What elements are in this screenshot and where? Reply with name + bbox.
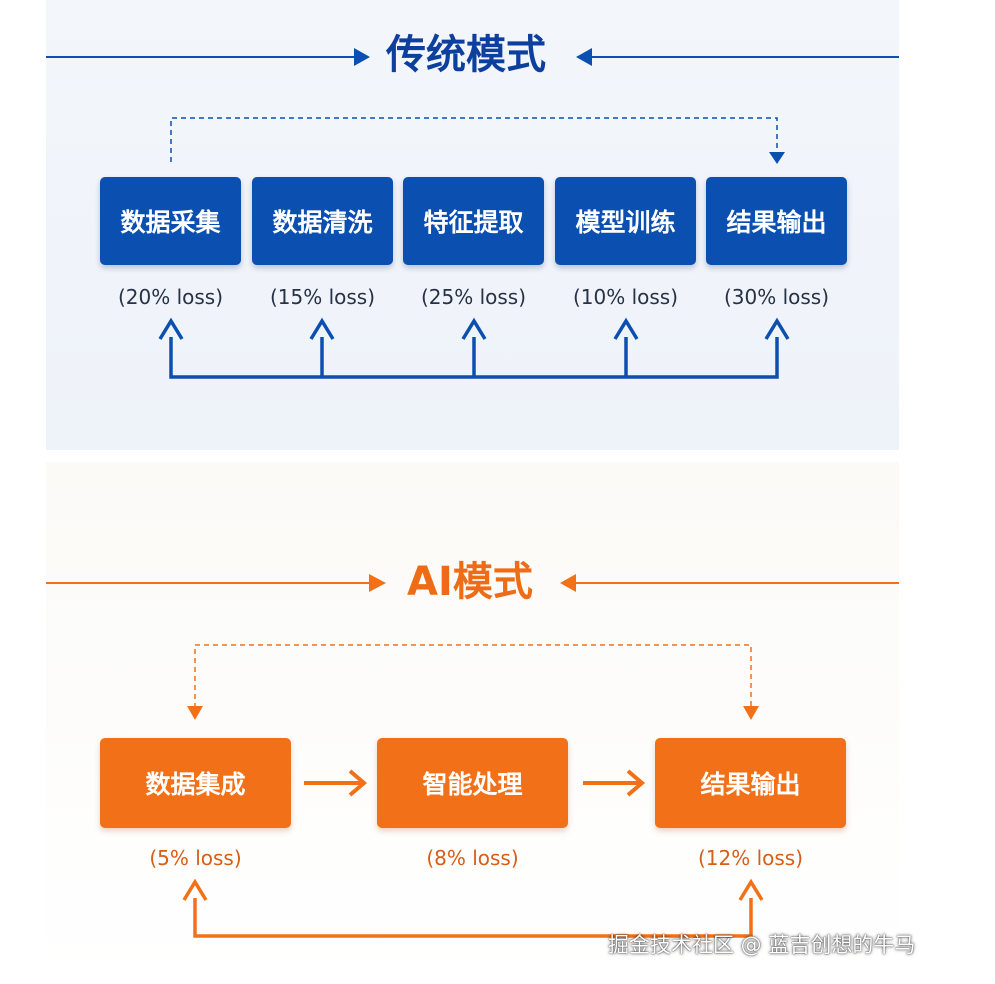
ai-step-intelligent-processing: 智能处理 — [377, 738, 568, 828]
traditional-title: 传统模式 — [386, 32, 546, 78]
title-arrow-left-blue-head — [354, 48, 370, 66]
traditional-dashed-arrowhead — [769, 152, 785, 164]
watermark-text: 掘金技术社区 @ 蓝吉创想的牛马 — [608, 933, 916, 957]
loss-arrow-2 — [309, 317, 335, 340]
title-arrow-right-orange-head — [560, 574, 576, 592]
step-data-collection: 数据采集 — [100, 177, 241, 265]
ai-dashed-arrowhead-left — [187, 706, 203, 720]
loss-label-4: (10% loss) — [572, 285, 679, 309]
loss-arrow-4 — [613, 317, 639, 340]
loss-arrow-5 — [764, 317, 790, 340]
ai-panel — [46, 462, 899, 984]
step-model-training: 模型训练 — [555, 177, 696, 265]
title-arrow-right-blue-head — [576, 48, 592, 66]
ai-loss-label-1: (5% loss) — [149, 846, 242, 870]
ai-loss-label-2: (8% loss) — [426, 846, 519, 870]
ai-step-result-output: 结果输出 — [655, 738, 846, 828]
loss-label-2: (15% loss) — [269, 285, 376, 309]
step-feature-extraction: 特征提取 — [403, 177, 544, 265]
loss-label-3: (25% loss) — [420, 285, 527, 309]
ai-loss-arrow-right — [738, 878, 764, 901]
ai-loss-feedback — [193, 898, 753, 938]
step-result-output: 结果输出 — [706, 177, 847, 265]
loss-label-5: (30% loss) — [723, 285, 830, 309]
ai-step-data-integration: 数据集成 — [100, 738, 291, 828]
loss-arrow-3 — [461, 317, 487, 340]
ai-dashed-arrowhead-right — [743, 706, 759, 720]
step-data-cleaning: 数据清洗 — [252, 177, 393, 265]
loss-label-1: (20% loss) — [117, 285, 224, 309]
title-arrow-left-orange-head — [369, 574, 386, 592]
loss-arrow-1 — [158, 317, 184, 340]
traditional-dashed-link — [170, 117, 778, 162]
ai-title: AI模式 — [407, 559, 533, 605]
ai-loss-label-3: (12% loss) — [697, 846, 804, 870]
ai-dashed-link — [194, 644, 752, 708]
ai-loss-arrow-left — [182, 878, 208, 901]
